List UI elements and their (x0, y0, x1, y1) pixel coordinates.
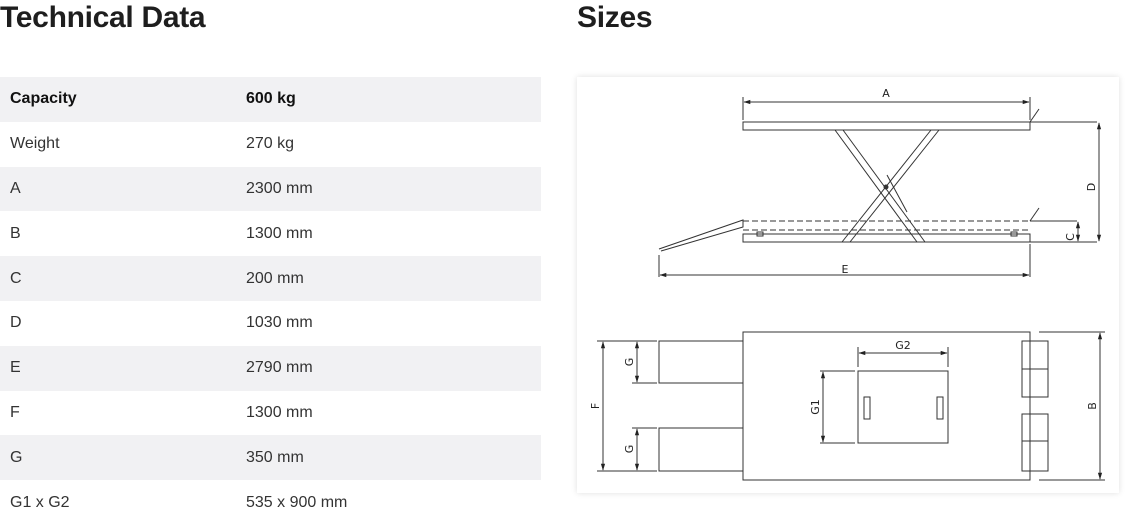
scissor-arm (834, 129, 918, 243)
row-label: E (0, 345, 246, 391)
label-g2: G2 (895, 339, 911, 352)
table-row: G1 x G2 535 x 900 mm (0, 480, 541, 525)
table-row: G 350 mm (0, 435, 541, 481)
sizes-diagram-card: A E D C G2 G1 F G G B (577, 77, 1119, 493)
label-d: D (1085, 183, 1098, 191)
table-row: Capacity 600 kg (0, 77, 541, 122)
row-label: D (10, 314, 22, 332)
technical-data-title: Technical Data (0, 1, 206, 34)
label-g1: G1 (809, 399, 822, 415)
row-label: G (0, 435, 246, 481)
table-row: C 200 mm (0, 256, 541, 301)
row-label: G1 x G2 (10, 493, 70, 511)
row-value: 2790 mm (246, 345, 541, 391)
label-e: E (842, 263, 849, 276)
row-value: 535 x 900 mm (246, 493, 348, 511)
extension-line (1029, 207, 1040, 222)
row-value: 2300 mm (246, 166, 541, 212)
label-f: F (589, 403, 602, 409)
left-ramp-top (658, 340, 744, 384)
right-ramp-bottom (1021, 413, 1049, 472)
label-g-top: G (623, 358, 636, 367)
label-b: B (1086, 402, 1099, 410)
pivot-point (883, 184, 889, 190)
extension-line (1029, 108, 1040, 123)
table-row: A 2300 mm (0, 166, 541, 212)
row-value: 1300 mm (246, 224, 313, 242)
technical-data-table: Capacity 600 kg Weight 270 kg A 2300 mm … (0, 77, 541, 525)
base-foot (756, 231, 764, 237)
table-row: E 2790 mm (0, 345, 541, 391)
scissor-arm (849, 129, 940, 243)
label-g-bottom: G (623, 445, 636, 454)
label-a: A (882, 87, 890, 100)
label-c: C (1064, 233, 1077, 241)
base-foot (1010, 231, 1018, 237)
left-ramp-bottom (658, 427, 744, 472)
lift-dimension-drawing: A E D C G2 G1 F G G B (589, 87, 1105, 481)
row-value: 1300 mm (246, 403, 313, 421)
row-label: A (0, 166, 246, 212)
row-label: Weight (10, 135, 60, 153)
row-value: 1030 mm (246, 314, 313, 332)
table-row: B 1300 mm (0, 211, 541, 256)
table-row: Weight 270 kg (0, 122, 541, 167)
pad-slot (936, 396, 944, 420)
row-label: B (10, 224, 21, 242)
base-frame (742, 233, 1031, 243)
upper-platform (742, 121, 1031, 131)
pad-slot (863, 396, 871, 420)
row-label: F (10, 403, 20, 421)
table-row: F 1300 mm (0, 391, 541, 436)
row-label: Capacity (0, 77, 246, 122)
row-value: 270 kg (246, 135, 295, 153)
drive-on-ramp (658, 219, 744, 252)
row-value: 200 mm (246, 256, 541, 301)
sizes-title: Sizes (577, 1, 653, 34)
lift-pad (857, 370, 949, 444)
row-value: 600 kg (246, 77, 541, 122)
platform-top-view (742, 331, 1031, 481)
row-value: 350 mm (246, 435, 541, 481)
row-label: C (0, 256, 246, 301)
table-row: D 1030 mm (0, 301, 541, 346)
hydraulic-cylinder (886, 174, 908, 213)
